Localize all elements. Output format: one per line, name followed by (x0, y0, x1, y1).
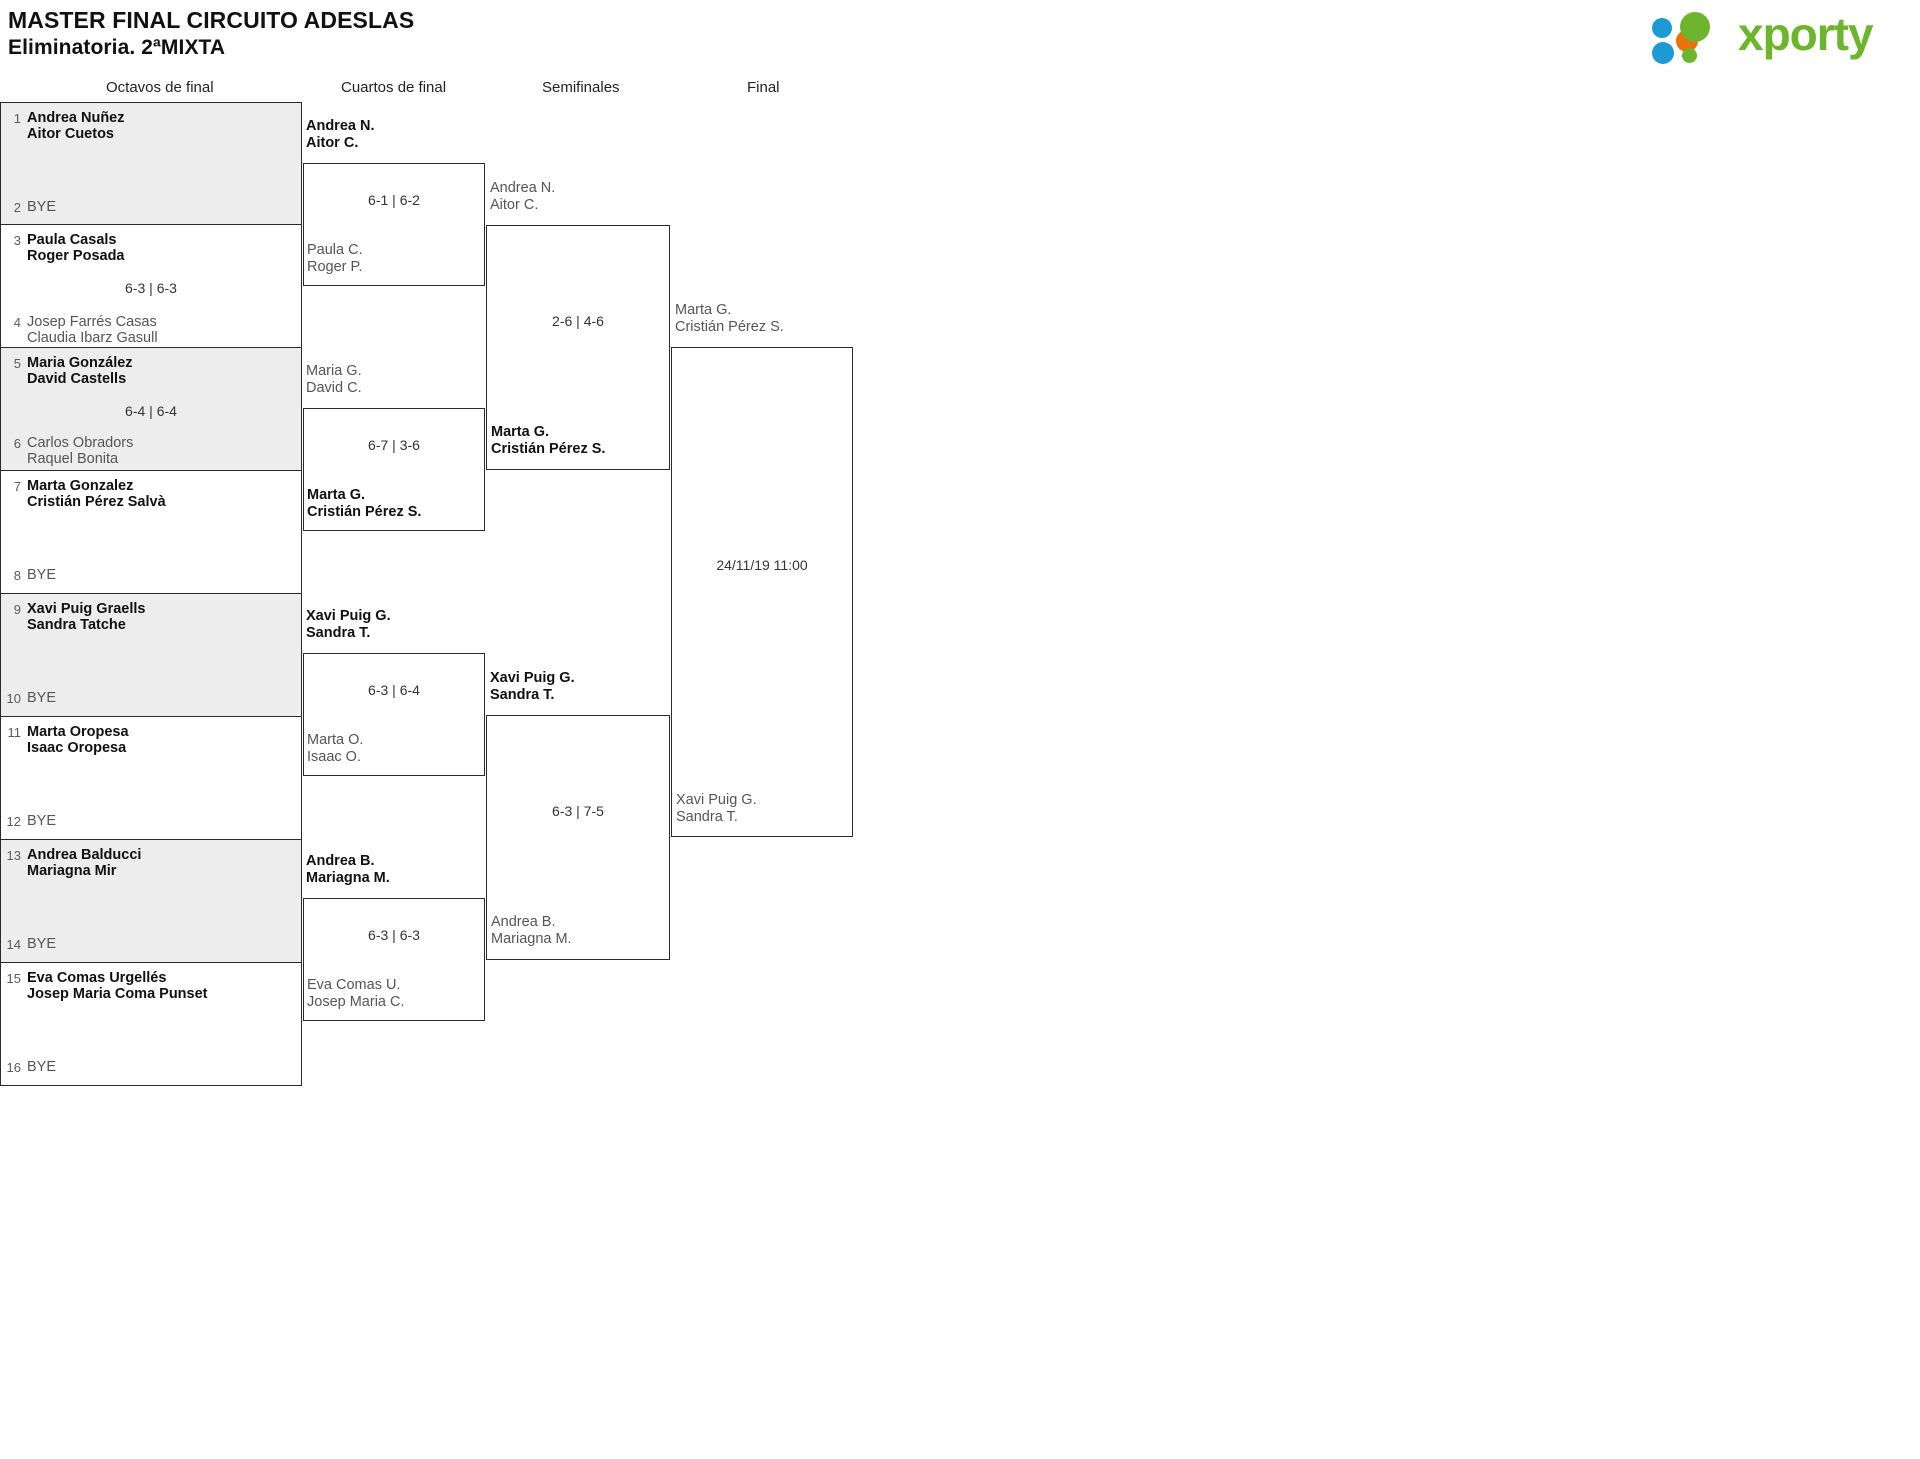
r16-slot-top[interactable]: 1 Andrea Nuñez Aitor Cuetos (1, 110, 301, 142)
team-names: Marta Gonzalez Cristián Pérez Salvà (27, 478, 166, 510)
match-score: 6-7 | 3-6 (368, 437, 420, 453)
qf-match-3-box[interactable]: 6-3 | 6-4 Marta O. Isaac O. (303, 653, 485, 776)
r16-match-6[interactable]: 11 Marta Oropesa Isaac Oropesa 12 BYE (0, 717, 302, 840)
r16-slot-top[interactable]: 9 Xavi Puig Graells Sandra Tatche (1, 601, 301, 633)
r16-slot-top[interactable]: 7 Marta Gonzalez Cristián Pérez Salvà (1, 478, 301, 510)
match-score: 2-6 | 4-6 (552, 313, 604, 329)
r16-match-2[interactable]: 3 Paula Casals Roger Posada 6-3 | 6-3 4 … (0, 225, 302, 348)
r16-slot-bottom[interactable]: 14 BYE (1, 936, 301, 953)
sf-2-bottom-team: Andrea B. Mariagna M. (491, 914, 572, 947)
r16-slot-bottom[interactable]: 16 BYE (1, 1059, 301, 1076)
r16-match-8[interactable]: 15 Eva Comas Urgellés Josep Maria Coma P… (0, 963, 302, 1086)
bye-label: BYE (27, 567, 57, 583)
page-title: MASTER FINAL CIRCUITO ADESLAS Eliminator… (8, 6, 414, 61)
r16-match-1[interactable]: 1 Andrea Nuñez Aitor Cuetos 2 BYE (0, 102, 302, 225)
seed-number: 2 (13, 200, 21, 215)
final-bottom-team: Xavi Puig G. Sandra T. (676, 792, 757, 825)
seed-number: 9 (13, 602, 21, 617)
qf-3-bottom-team: Marta O. Isaac O. (307, 732, 364, 765)
team-names: Xavi Puig Graells Sandra Tatche (27, 601, 146, 633)
sf-match-1-box[interactable]: 2-6 | 4-6 Marta G. Cristián Pérez S. (486, 225, 670, 470)
team-names: Eva Comas Urgellés Josep Maria Coma Puns… (27, 970, 208, 1002)
seed-number: 10 (6, 691, 21, 706)
seed-number: 3 (13, 233, 21, 248)
team-names: Carlos Obradors Raquel Bonita (27, 435, 134, 467)
qf-2-bottom-team: Marta G. Cristián Pérez S. (307, 487, 422, 520)
bye-label: BYE (27, 1059, 57, 1075)
match-score: 6-4 | 6-4 (125, 403, 177, 419)
r16-slot-top[interactable]: 3 Paula Casals Roger Posada (1, 232, 301, 264)
round-heading-cuartos: Cuartos de final (341, 79, 447, 96)
logo-wordmark: xporty (1738, 8, 1874, 60)
qf-match-1-box[interactable]: 6-1 | 6-2 Paula C. Roger P. (303, 163, 485, 286)
match-score: 6-3 | 7-5 (552, 803, 604, 819)
seed-number: 12 (6, 814, 21, 829)
r16-slot-top[interactable]: 15 Eva Comas Urgellés Josep Maria Coma P… (1, 970, 301, 1002)
qf-3-top-team: Xavi Puig G. Sandra T. (306, 608, 391, 641)
final-datetime: 24/11/19 11:00 (716, 557, 808, 573)
xporty-logo: xporty (1652, 8, 1902, 64)
seed-number: 11 (7, 725, 22, 740)
seed-number: 6 (13, 436, 21, 451)
r16-slot-bottom[interactable]: 12 BYE (1, 813, 301, 830)
team-names: Andrea Nuñez Aitor Cuetos (27, 110, 125, 142)
r16-slot-bottom[interactable]: 4 Josep Farrés Casas Claudia Ibarz Gasul… (1, 314, 301, 346)
match-score: 6-3 | 6-3 (125, 280, 177, 296)
seed-number: 4 (13, 315, 21, 330)
qf-match-4-box[interactable]: 6-3 | 6-3 Eva Comas U. Josep Maria C. (303, 898, 485, 1021)
final-match-box[interactable]: 24/11/19 11:00 Xavi Puig G. Sandra T. (671, 347, 853, 837)
qf-1-top-team: Andrea N. Aitor C. (306, 118, 375, 151)
round-heading-semifinales: Semifinales (542, 79, 620, 96)
r16-slot-top[interactable]: 5 Maria González David Castells (1, 355, 301, 387)
team-names: Maria González David Castells (27, 355, 133, 387)
seed-number: 13 (6, 848, 21, 863)
seed-number: 5 (13, 356, 21, 371)
final-top-team: Marta G. Cristián Pérez S. (675, 302, 784, 335)
match-score: 6-3 | 6-4 (368, 682, 420, 698)
team-names: Paula Casals Roger Posada (27, 232, 125, 264)
tournament-subtitle: Eliminatoria. 2ªMIXTA (8, 36, 226, 59)
logo-dots-icon (1652, 12, 1740, 64)
seed-number: 14 (6, 937, 21, 952)
sf-2-top-team: Xavi Puig G. Sandra T. (490, 670, 575, 703)
qf-2-top-team: Maria G. David C. (306, 363, 362, 396)
qf-4-top-team: Andrea B. Mariagna M. (306, 853, 390, 886)
round-heading-final: Final (747, 79, 780, 96)
r16-slot-bottom[interactable]: 2 BYE (1, 199, 301, 216)
bye-label: BYE (27, 690, 57, 706)
bye-label: BYE (27, 813, 57, 829)
r16-slot-top[interactable]: 11 Marta Oropesa Isaac Oropesa (1, 724, 301, 756)
tournament-title: MASTER FINAL CIRCUITO ADESLAS (8, 7, 415, 33)
sf-1-bottom-team: Marta G. Cristián Pérez S. (491, 424, 606, 457)
r16-slot-bottom[interactable]: 10 BYE (1, 690, 301, 707)
r16-slot-bottom[interactable]: 8 BYE (1, 567, 301, 584)
sf-match-2-box[interactable]: 6-3 | 7-5 Andrea B. Mariagna M. (486, 715, 670, 960)
qf-4-bottom-team: Eva Comas U. Josep Maria C. (307, 977, 405, 1010)
round-heading-octavos: Octavos de final (106, 79, 214, 96)
seed-number: 1 (13, 111, 21, 126)
match-score: 6-1 | 6-2 (368, 192, 420, 208)
team-names: Marta Oropesa Isaac Oropesa (27, 724, 129, 756)
seed-number: 7 (13, 479, 21, 494)
r16-match-5[interactable]: 9 Xavi Puig Graells Sandra Tatche 10 BYE (0, 594, 302, 717)
seed-number: 15 (6, 971, 21, 986)
match-score: 6-3 | 6-3 (368, 927, 420, 943)
r16-slot-top[interactable]: 13 Andrea Balducci Mariagna Mir (1, 847, 301, 879)
seed-number: 16 (6, 1060, 21, 1075)
qf-1-bottom-team: Paula C. Roger P. (307, 242, 363, 275)
team-names: Andrea Balducci Mariagna Mir (27, 847, 142, 879)
r16-slot-bottom[interactable]: 6 Carlos Obradors Raquel Bonita (1, 435, 301, 467)
sf-1-top-team: Andrea N. Aitor C. (490, 180, 556, 213)
r16-match-4[interactable]: 7 Marta Gonzalez Cristián Pérez Salvà 8 … (0, 471, 302, 594)
r16-match-3[interactable]: 5 Maria González David Castells 6-4 | 6-… (0, 348, 302, 471)
bye-label: BYE (27, 199, 57, 215)
bye-label: BYE (27, 936, 57, 952)
r16-match-7[interactable]: 13 Andrea Balducci Mariagna Mir 14 BYE (0, 840, 302, 963)
qf-match-2-box[interactable]: 6-7 | 3-6 Marta G. Cristián Pérez S. (303, 408, 485, 531)
team-names: Josep Farrés Casas Claudia Ibarz Gasull (27, 314, 158, 346)
seed-number: 8 (13, 568, 21, 583)
